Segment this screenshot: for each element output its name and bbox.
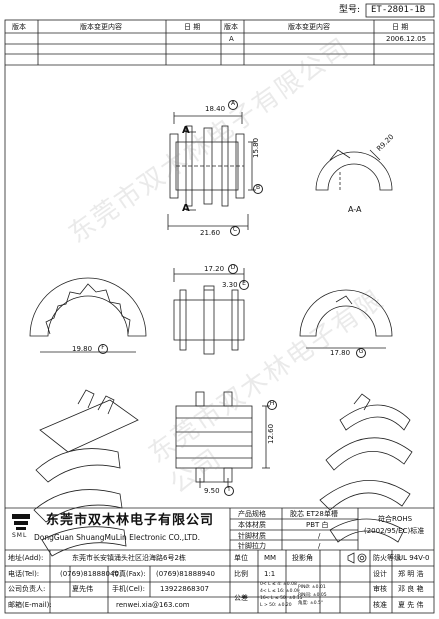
middle-front-view [173,268,245,355]
ref-b: B [253,184,263,194]
rohs-line-2: (2002/95/EC)标准 [364,527,425,535]
dim-12-60: 12.60 [267,423,275,444]
pin-tension-label: 针脚拉力 [238,542,266,550]
tol-left-2: 16< L ≤ 50: ±0.15 [260,596,303,601]
ratio-label: 比例 [234,570,248,578]
unit-label: 单位 [234,554,248,562]
dim-18-40: 18.40 [205,105,226,113]
tol-right-2: 角度: ±0.5° [298,601,324,606]
tol-left-1: 4< L ≤ 16: ±0.09 [260,589,300,594]
isometric-view-right [319,393,413,543]
rev-header-date-1: 日 期 [184,23,201,31]
tel-label: 电话(Tel): [8,570,40,578]
company-name-en: DongGuan ShuangMuLin Electronic CO.,LTD. [34,533,201,542]
company-name-cn: 东莞市双木林电子有限公司 [46,513,215,528]
dim-3-30: 3.30 [222,281,238,289]
front-view [167,112,256,230]
tol-right-0: PINØ: ±0.01 [298,585,326,590]
drawn-label: 设计 [373,570,387,578]
dim-21-60: 21.60 [200,229,221,237]
tol-left-3: L > 50: ±0.20 [260,603,292,608]
isometric-view-left [33,389,139,557]
cel-value: 13922868307 [160,585,209,593]
ref-d: D [228,264,238,274]
rev-header-content-1: 版本变更内容 [80,23,122,31]
dim-19-80: 19.80 [72,345,93,353]
flame-value: UL 94V-0 [398,554,430,562]
email-label: 邮箱(E-mail): [8,601,52,609]
section-label: A-A [348,205,362,214]
approve-label: 核准 [373,601,387,609]
ref-a: A [228,100,238,110]
company-logo-text: SML [12,532,28,539]
tol-right-1: PIN间: ±0.05 [298,593,327,598]
section-mark-bottom: A [182,203,190,214]
drawing-frame [4,19,435,614]
person-value: 夏先伟 [72,585,93,593]
product-name-value: 胶芯 ET28单槽 [290,510,338,518]
material-value: PBT 白 [306,521,329,529]
pin-tension-value: / [318,542,321,550]
tolerance-label: 公差 [234,594,248,602]
gear-view [29,277,147,353]
section-mark-top: A [182,125,190,136]
drawn-value: 郑 明 浩 [398,570,424,578]
ref-h: H [267,400,277,410]
rev-header-content-2: 版本变更内容 [288,23,330,31]
rev-header-version-1: 版本 [12,23,26,31]
ratio-value: 1:1 [264,570,276,578]
ref-e: E [239,280,249,290]
model-number: ET-2801-1B [371,5,426,15]
rev-entry-version: A [229,35,234,43]
flame-label: 防火等级 [373,554,401,562]
material-label: 本体材质 [238,521,266,529]
rev-entry-date: 2006.12.05 [386,35,427,43]
fax-value: (0769)81888940 [156,570,215,578]
ref-c: C [230,226,240,236]
section-a-a-view [315,149,393,191]
person-label: 公司负责人: [8,585,46,593]
fax-label: 传真(Fax): [112,570,146,578]
cel-label: 手机(Cel): [112,585,145,593]
dim-9-50: 9.50 [204,487,220,495]
unit-value: MM [264,554,277,562]
ref-f: F [98,344,108,354]
projection-label: 投影角 [292,554,313,562]
check-label: 审核 [373,585,387,593]
company-logo [12,514,30,530]
tel-value: (0769)81888040 [60,570,119,578]
pin-material-label: 针脚材质 [238,532,266,540]
tol-left-0: 0< L ≤ 4: ±0.08 [260,582,297,587]
address-value: 东莞市长安镇涌头社区沿海路6号2栋 [72,554,186,562]
right-middle-view [299,289,393,349]
title-block-grid [5,507,434,613]
check-value: 邓 良 艳 [398,585,424,593]
dim-17-20: 17.20 [204,265,225,273]
rev-header-version-2: 版本 [224,23,238,31]
address-label: 地址(Add): [8,554,44,562]
rohs-line-1: 符合ROHS [378,515,413,523]
ref-i: I [224,486,234,496]
email-value: renwei.xia@163.com [116,601,190,609]
pin-material-value: / [318,532,321,540]
dim-17-80: 17.80 [330,349,351,357]
approve-value: 夏 先 伟 [398,601,424,609]
model-label: 型号: [339,5,361,15]
product-name-label: 产品规格 [238,510,266,518]
ref-g: G [356,348,366,358]
dim-15-80: 15.80 [252,137,260,158]
bottom-middle-view [175,391,270,488]
rev-header-date-2: 日 期 [392,23,409,31]
projection-angle-icon [347,552,367,564]
